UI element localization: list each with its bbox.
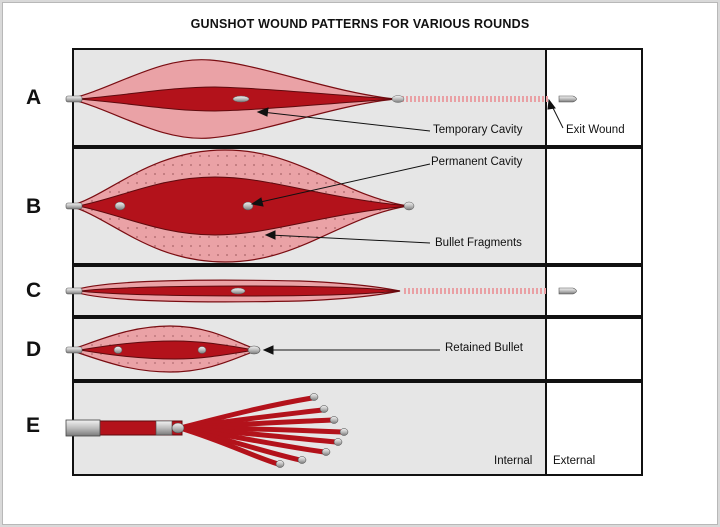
row-label-a: A	[26, 86, 42, 109]
bullet-a-end	[391, 95, 405, 103]
fragment-b-1	[114, 201, 126, 211]
label-bullet-fragments: Bullet Fragments	[435, 237, 522, 249]
panel-b-external	[545, 147, 643, 265]
row-c-wound	[65, 279, 577, 303]
arrowhead-permanent-cavity	[250, 197, 264, 207]
fragment-d-2	[197, 346, 207, 354]
bullet-a-mid	[232, 95, 250, 103]
leader-bullet-fragments	[269, 234, 431, 244]
exit-bullet-a	[558, 95, 577, 103]
arrowhead-retained-bullet	[262, 345, 274, 355]
row-label-d: D	[26, 338, 42, 361]
diagram-title: GUNSHOT WOUND PATTERNS FOR VARIOUS ROUND…	[190, 17, 530, 31]
row-b-wound	[65, 149, 415, 263]
row-e-wound	[65, 393, 349, 468]
arrowhead-temporary-cavity	[256, 107, 269, 117]
entry-bullet-d	[65, 346, 83, 354]
panel-e-external	[545, 381, 643, 476]
fragment-b-3	[403, 201, 415, 211]
pellets-e	[171, 393, 349, 468]
label-external: External	[553, 455, 596, 467]
leader-permanent-cavity	[255, 163, 431, 204]
label-permanent-cavity: Permanent Cavity	[431, 156, 523, 168]
entry-bullet-e	[65, 419, 101, 437]
fragment-b-2	[242, 201, 254, 211]
shell-e-mid	[155, 420, 173, 436]
label-exit-wound: Exit Wound	[566, 124, 625, 136]
entry-bullet-c	[65, 287, 83, 295]
retained-bullet-d	[247, 345, 261, 355]
row-label-b: B	[26, 195, 42, 218]
entry-bullet-b	[65, 202, 83, 210]
entry-bullet-a	[65, 95, 83, 103]
row-panels	[72, 48, 643, 476]
pellet-tracks-e	[177, 395, 345, 467]
bullet-c-mid	[230, 287, 246, 295]
row-a-wound	[65, 59, 577, 139]
row-label-c: C	[26, 279, 42, 302]
label-temporary-cavity: Temporary Cavity	[433, 124, 523, 136]
leader-lines	[250, 98, 564, 355]
row-label-e: E	[26, 414, 41, 437]
fragment-d-1	[113, 346, 123, 354]
label-retained-bullet: Retained Bullet	[445, 342, 523, 354]
exit-bullet-c	[558, 287, 577, 295]
arrowhead-bullet-fragments	[264, 230, 276, 240]
label-internal: Internal	[494, 455, 533, 467]
panel-d-external	[545, 317, 643, 381]
row-d-wound	[65, 325, 261, 373]
leader-temporary-cavity	[261, 111, 431, 132]
arrowhead-exit-wound	[547, 98, 556, 110]
